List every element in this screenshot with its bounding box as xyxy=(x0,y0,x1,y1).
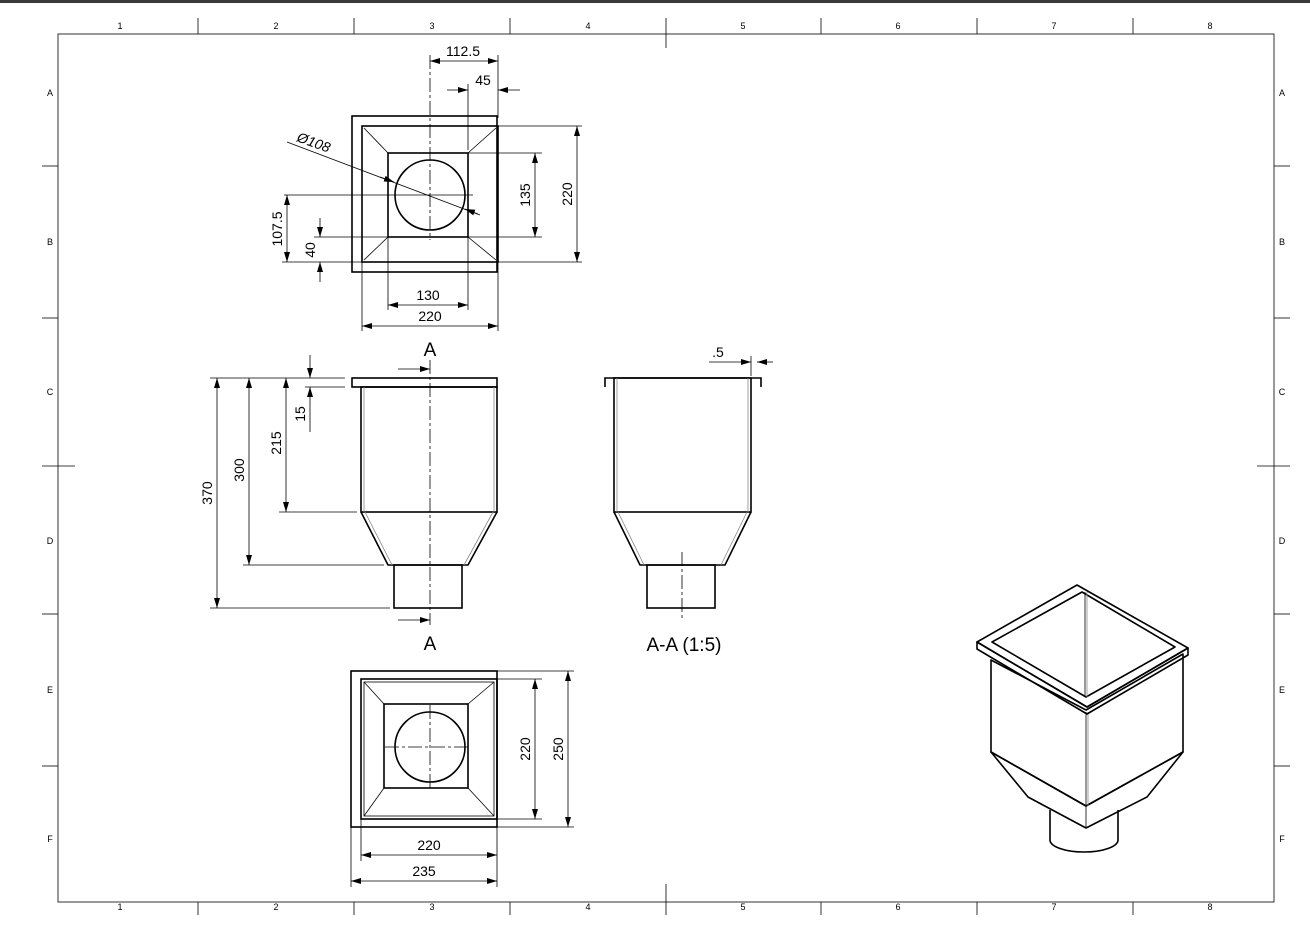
dim-220-bottom: 220 xyxy=(417,837,441,853)
dim-45: 45 xyxy=(475,72,491,88)
top-view: 112.5 45 Ø108 220 135 107.5 40 130 220 xyxy=(269,43,582,331)
column-label: 3 xyxy=(429,21,434,31)
row-label: C xyxy=(1279,387,1286,397)
row-label: B xyxy=(1279,237,1285,247)
column-label: 1 xyxy=(117,21,122,31)
column-label: 2 xyxy=(273,902,278,912)
row-label: C xyxy=(47,387,54,397)
row-label: E xyxy=(1279,685,1285,695)
dim-220-right: 220 xyxy=(559,182,575,206)
dim-250: 250 xyxy=(550,737,566,761)
row-label: F xyxy=(47,834,53,844)
column-label: 6 xyxy=(895,21,900,31)
section-label-top: A xyxy=(424,340,437,361)
row-label: D xyxy=(1279,536,1286,546)
dim-215: 215 xyxy=(268,431,284,455)
column-label: 2 xyxy=(273,21,278,31)
dim-40: 40 xyxy=(302,242,318,258)
row-label: F xyxy=(1279,834,1285,844)
section-view: .5 A-A (1:5) xyxy=(604,344,773,656)
column-label: 3 xyxy=(429,902,434,912)
section-title: A-A (1:5) xyxy=(647,635,722,656)
front-view: A A 370 300 215 15 xyxy=(199,340,498,655)
column-label: 5 xyxy=(740,902,745,912)
column-label: 8 xyxy=(1207,21,1212,31)
column-label: 1 xyxy=(117,902,122,912)
section-label-bottom: A xyxy=(424,634,437,655)
dim-diameter-108: Ø108 xyxy=(294,128,333,155)
column-label: 5 xyxy=(740,21,745,31)
dim-15: 15 xyxy=(292,406,308,422)
column-label: 7 xyxy=(1051,21,1056,31)
isometric-view xyxy=(976,584,1189,853)
row-label: E xyxy=(47,685,53,695)
dim-135: 135 xyxy=(517,183,533,207)
bottom-view: 220 250 220 235 xyxy=(350,670,574,887)
column-label: 7 xyxy=(1051,902,1056,912)
sheet-frame: 1 2 3 4 5 6 7 8 1 2 3 4 5 6 7 8 A B C D … xyxy=(42,18,1290,915)
column-label: 6 xyxy=(895,902,900,912)
dim-0-5: .5 xyxy=(712,344,724,360)
dim-370: 370 xyxy=(199,481,215,505)
column-label: 4 xyxy=(585,21,590,31)
row-label: B xyxy=(47,237,53,247)
window-top-bar xyxy=(0,0,1310,3)
dim-107-5: 107.5 xyxy=(269,211,285,246)
dim-130: 130 xyxy=(416,287,440,303)
dim-235: 235 xyxy=(412,863,436,879)
row-label: A xyxy=(47,88,53,98)
row-label: A xyxy=(1279,88,1285,98)
dim-220-bottom: 220 xyxy=(418,308,442,324)
dim-300: 300 xyxy=(231,458,247,482)
row-label: D xyxy=(47,536,54,546)
column-label: 8 xyxy=(1207,902,1212,912)
dim-112-5: 112.5 xyxy=(446,43,480,59)
dim-220-right: 220 xyxy=(517,737,533,761)
column-label: 4 xyxy=(585,902,590,912)
